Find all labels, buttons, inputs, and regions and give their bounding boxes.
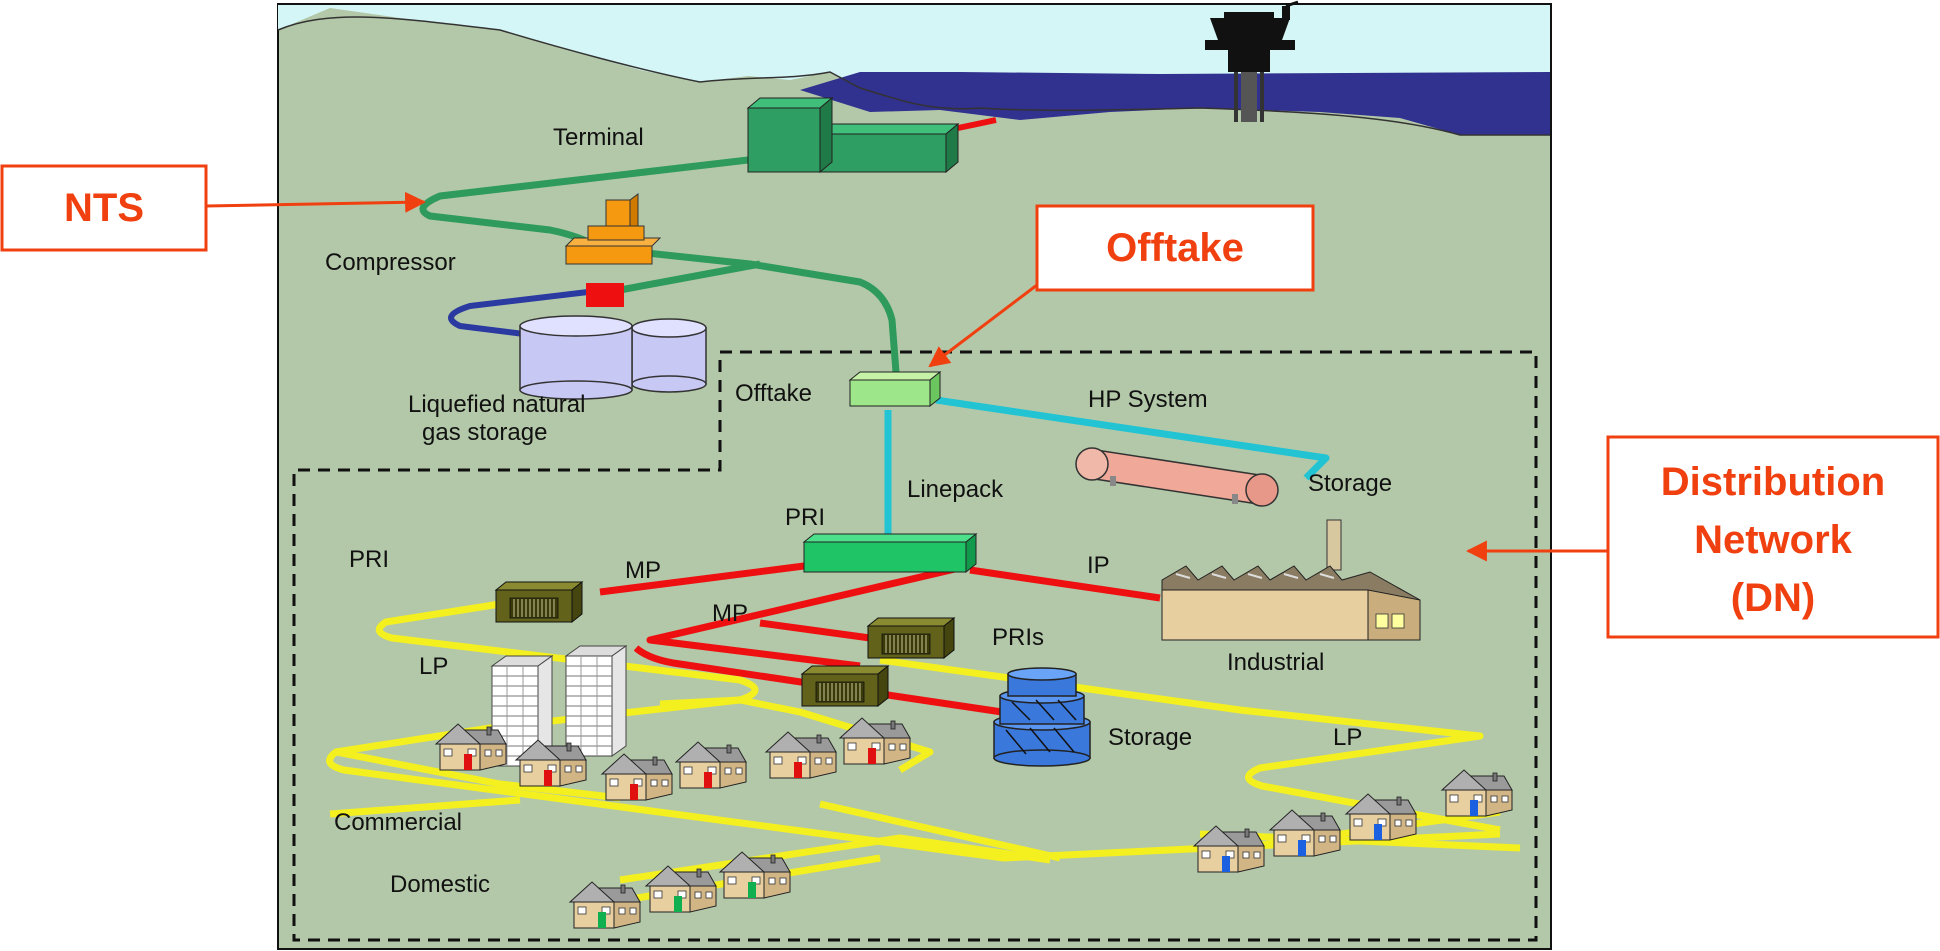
- lng-valve: [586, 283, 624, 307]
- house-icon: [515, 739, 587, 787]
- pri-box-icon: [495, 581, 583, 623]
- nts-branch-to-storage: [619, 260, 761, 294]
- right-houses: [1193, 769, 1513, 873]
- lng-pipe: [448, 289, 589, 339]
- house-icon: [719, 851, 791, 899]
- offshore-platform-icon: [1205, 0, 1299, 122]
- callout-distribution-network: Distribution Network (DN): [1465, 435, 1940, 639]
- label-pri-center: PRI: [785, 504, 825, 531]
- factory-icon: [1161, 519, 1421, 641]
- callout-dn-line3: (DN): [1731, 576, 1815, 620]
- lng-tank-icon: [519, 315, 707, 400]
- callout-nts-text: NTS: [64, 186, 144, 230]
- label-pri-left: PRI: [349, 546, 389, 573]
- callout-offtake: Offtake: [928, 204, 1315, 368]
- storage-cylinder-icon: [1075, 447, 1279, 507]
- commercial-houses: [435, 717, 911, 801]
- main-pri-icon: [802, 532, 978, 574]
- gas-terminal-building-icon: [746, 96, 960, 174]
- callout-nts: NTS: [0, 164, 427, 252]
- distribution-network-boundary: [292, 350, 1538, 942]
- tower-block-icon: [565, 645, 627, 757]
- house-icon: [675, 741, 747, 789]
- gasholder-icon: [993, 667, 1091, 767]
- label-terminal: Terminal: [553, 124, 644, 151]
- house-icon: [645, 865, 717, 913]
- label-ip: IP: [1087, 552, 1110, 579]
- label-storage-hp: Storage: [1308, 470, 1392, 497]
- mp-ip-pipes: [599, 562, 1161, 716]
- label-mp-upper: MP: [625, 557, 661, 584]
- lp-pipes: [326, 600, 1521, 910]
- terminal-sea-link: [957, 117, 997, 131]
- label-offtake: Offtake: [735, 380, 812, 407]
- label-lp-left: LP: [419, 653, 448, 680]
- callout-offtake-arrow: [928, 283, 1038, 368]
- label-lng-storage-line2: gas storage: [422, 419, 547, 446]
- label-domestic: Domestic: [390, 871, 490, 898]
- callout-dn-line1: Distribution: [1661, 460, 1885, 504]
- label-storage-lp: Storage: [1108, 724, 1192, 751]
- house-icon: [569, 881, 641, 929]
- sea: [800, 72, 1550, 135]
- label-pris: PRIs: [992, 624, 1044, 651]
- label-commercial: Commercial: [334, 809, 462, 836]
- house-icon: [435, 723, 507, 771]
- label-hp-system: HP System: [1088, 386, 1208, 413]
- house-icon: [1269, 809, 1341, 857]
- domestic-houses: [569, 851, 791, 929]
- callout-nts-arrow: [205, 191, 427, 213]
- offtake-box-icon: [848, 370, 942, 408]
- label-industrial: Industrial: [1227, 649, 1324, 676]
- house-icon: [601, 753, 673, 801]
- hp-pipe: [884, 396, 1330, 538]
- callout-offtake-text: Offtake: [1106, 226, 1244, 270]
- callout-dn-line2: Network: [1694, 518, 1853, 562]
- house-icon: [1193, 825, 1265, 873]
- label-linepack: Linepack: [907, 476, 1004, 503]
- label-compressor: Compressor: [325, 249, 456, 276]
- label-lp-right: LP: [1333, 724, 1362, 751]
- pri-box-icon: [801, 665, 889, 707]
- pri-box-icon: [867, 617, 955, 659]
- house-icon: [1345, 793, 1417, 841]
- label-lng-storage-line1: Liquefied natural: [408, 391, 585, 418]
- house-icon: [765, 731, 837, 779]
- house-icon: [839, 717, 911, 765]
- compressor-icon: [564, 193, 662, 265]
- house-icon: [1441, 769, 1513, 817]
- label-mp-lower: MP: [712, 600, 748, 627]
